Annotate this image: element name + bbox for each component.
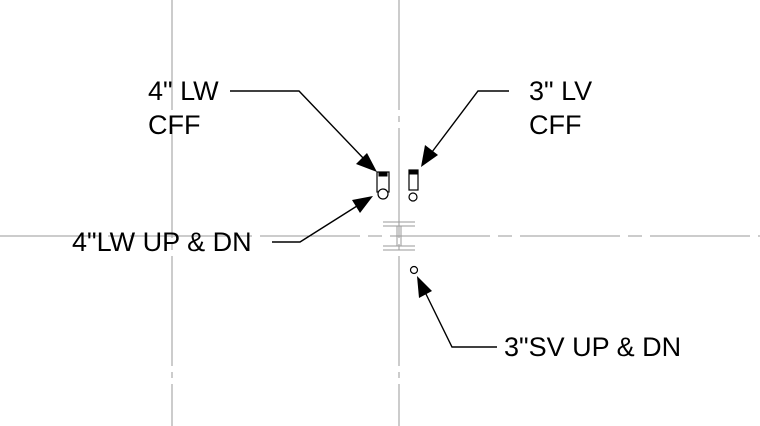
leader-lw-up-dn — [272, 205, 358, 243]
label-lw-cff-line1: 4" LW — [148, 76, 219, 106]
arrowhead-lw-cff — [356, 153, 377, 172]
label-sv-up-dn: 3"SV UP & DN — [504, 332, 681, 362]
steel-beam-symbol — [383, 221, 415, 251]
arrowhead-lw-up-dn — [352, 196, 373, 213]
label-lv-cff-line2: CFF — [529, 110, 581, 140]
lw-cff-fitting — [376, 171, 390, 200]
leader-lw-cff — [230, 90, 366, 161]
lv-cff-fitting — [408, 169, 419, 202]
label-lw-up-dn: 4"LW UP & DN — [72, 227, 252, 257]
label-lw-cff-line2: CFF — [148, 110, 200, 140]
label-lv-cff-line1: 3" LV — [529, 76, 592, 106]
arrowhead-lv-cff — [421, 145, 438, 167]
leader-lv-cff — [431, 90, 509, 153]
arrowhead-sv-up-dn — [417, 276, 432, 298]
sv-pipe-symbol — [409, 265, 419, 275]
leader-sv-up-dn — [424, 291, 497, 348]
